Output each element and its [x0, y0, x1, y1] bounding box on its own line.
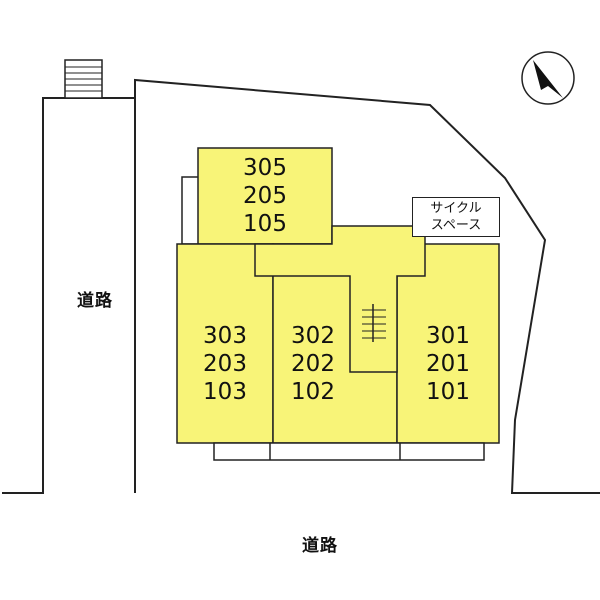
cycle-space-line2: スペース — [430, 218, 482, 233]
external-stairs-icon — [64, 59, 103, 99]
unit-103: 103 — [203, 379, 247, 405]
cycle-space-line1: サイクル — [430, 201, 482, 216]
unit-102: 102 — [291, 379, 335, 405]
unit-305: 305 — [243, 155, 287, 181]
cycle-space-label: サイクル スペース — [412, 197, 500, 237]
unit-101: 101 — [426, 379, 470, 405]
unit-303: 303 — [203, 323, 247, 349]
site-lot-outline — [134, 78, 600, 494]
balcony — [213, 442, 485, 461]
unit-105: 105 — [243, 211, 287, 237]
unit-label-block-303: 303 203 103 — [177, 322, 273, 406]
annex-wall — [181, 176, 200, 245]
central-corridor — [254, 225, 426, 373]
road-label-south: 道路 — [302, 536, 338, 556]
internal-stairs-icon — [362, 304, 386, 342]
unit-201: 201 — [426, 351, 470, 377]
building-block-301 — [396, 243, 500, 444]
unit-301: 301 — [426, 323, 470, 349]
unit-202: 202 — [291, 351, 335, 377]
building-block-303 — [176, 243, 274, 444]
unit-label-block-301: 301 201 101 — [400, 322, 496, 406]
north-arrow-icon — [521, 51, 575, 105]
unit-302: 302 — [291, 323, 335, 349]
building-block-305 — [197, 147, 333, 245]
unit-203: 203 — [203, 351, 247, 377]
road-label-west: 道路 — [77, 291, 113, 311]
unit-label-block-302: 302 202 102 — [273, 322, 353, 406]
unit-205: 205 — [243, 183, 287, 209]
unit-label-block-305: 305 205 105 — [198, 154, 332, 238]
